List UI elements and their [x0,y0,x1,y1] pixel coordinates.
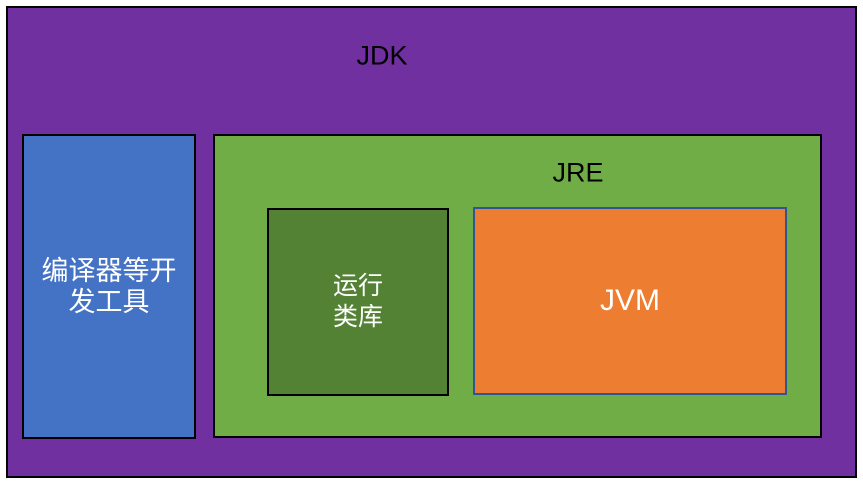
dev-tools-label-line-1: 编译器等开 [41,255,177,286]
dev-tools-box: 编译器等开 发工具 [22,134,196,439]
runtime-library-label-line-2: 类库 [332,303,383,331]
runtime-library-box: 运行 类库 [267,208,449,396]
dev-tools-label-line-2: 发工具 [68,286,150,317]
jvm-label: JVM [600,284,660,317]
jre-box: JRE 运行 类库 JVM [213,134,822,438]
jvm-box: JVM [473,207,787,395]
jdk-box: JDK 编译器等开 发工具 JRE 运行 类库 JVM [6,6,857,478]
runtime-library-label-line-1: 运行 [332,272,383,300]
jdk-label: JDK [356,40,408,71]
jre-label: JRE [552,157,604,188]
